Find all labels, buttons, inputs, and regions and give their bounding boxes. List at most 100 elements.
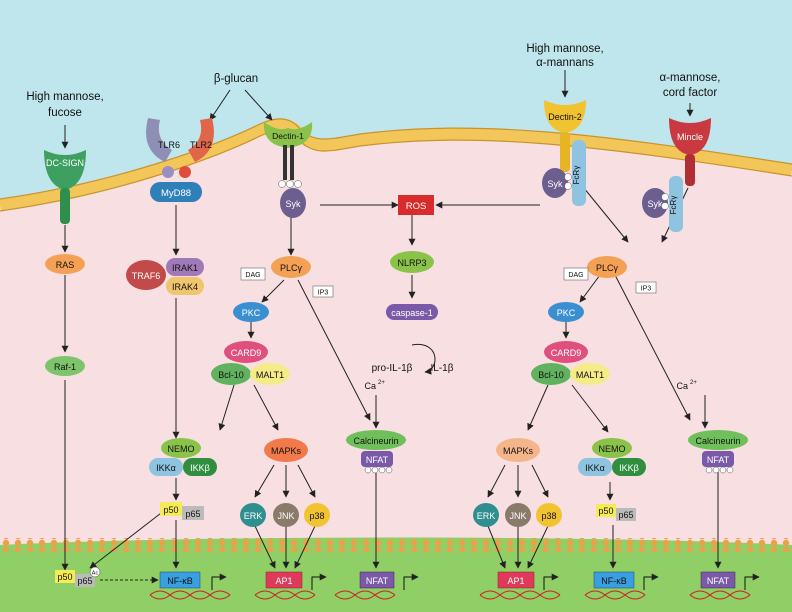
raf1: Raf-1	[45, 356, 85, 376]
p50-p65-acetylated: p50 p65 Ac	[55, 566, 101, 587]
caspase1: caspase-1	[386, 304, 438, 320]
phosphate-markers	[278, 173, 734, 474]
traf6: TRAF6	[126, 260, 166, 290]
svg-text:p65: p65	[618, 510, 633, 520]
svg-text:NFAT: NFAT	[366, 576, 389, 586]
mapks-left: MAPKs	[264, 438, 308, 462]
irak1: IRAK1	[166, 258, 204, 276]
card9-right: CARD9	[544, 341, 588, 363]
bcl10-malt1-right: Bcl-10 MALT1	[531, 363, 610, 385]
dectin2-ligand-line2: α-mannans	[536, 57, 594, 69]
nfat-nuclear-right: NFAT	[700, 571, 736, 589]
svg-text:AP1: AP1	[275, 576, 292, 586]
svg-text:Ca: Ca	[676, 381, 688, 391]
svg-text:ERK: ERK	[244, 511, 263, 521]
p38-left: p38	[304, 503, 330, 527]
dag-right: DAG	[563, 267, 589, 281]
ap1-right: AP1	[497, 571, 535, 589]
svg-text:JNK: JNK	[277, 511, 294, 521]
svg-text:IKKβ: IKKβ	[619, 463, 639, 473]
tlr6-receptor: TLR6	[146, 118, 180, 178]
svg-text:IP3: IP3	[318, 290, 329, 297]
nfkb-left: NF-κB	[159, 571, 201, 589]
tlr2-label: TLR2	[190, 140, 212, 150]
dectin2-ligand-line1: High mannose,	[526, 43, 603, 55]
svg-text:caspase-1: caspase-1	[391, 308, 433, 318]
svg-text:DAG: DAG	[245, 272, 260, 279]
svg-text:ERK: ERK	[477, 511, 496, 521]
svg-text:p38: p38	[541, 511, 556, 521]
svg-text:PLCγ: PLCγ	[596, 263, 619, 273]
svg-text:AP1: AP1	[507, 576, 524, 586]
svg-text:NF-κB: NF-κB	[167, 576, 193, 586]
nlrp3: NLRP3	[390, 251, 434, 273]
svg-text:PKC: PKC	[557, 308, 576, 318]
svg-text:p65: p65	[185, 509, 200, 519]
svg-text:IKKα: IKKα	[585, 463, 605, 473]
myd88: MyD88	[150, 182, 202, 202]
svg-text:p50: p50	[598, 506, 613, 516]
irak4: IRAK4	[166, 277, 204, 295]
syk-mincle: Syk	[642, 188, 668, 218]
svg-text:Syk: Syk	[547, 179, 563, 189]
dcsign-ligand-line2: fucose	[48, 107, 82, 119]
ras: RAS	[45, 254, 85, 274]
p50-p65-left: p50 p65	[160, 502, 204, 520]
svg-text:RAS: RAS	[56, 260, 75, 270]
transcription-arrows	[211, 573, 760, 590]
mincle-ligand-line2: cord factor	[663, 87, 717, 99]
svg-text:p65: p65	[77, 576, 92, 586]
svg-text:IRAK1: IRAK1	[172, 263, 198, 273]
ikk-complex-right: IKKα IKKβ	[578, 458, 646, 476]
svg-text:IKKβ: IKKβ	[190, 463, 210, 473]
svg-text:IP3: IP3	[641, 286, 652, 293]
syk-dectin2: Syk	[542, 168, 568, 198]
tlr6-label: TLR6	[158, 140, 180, 150]
erk-right: ERK	[473, 503, 499, 527]
pathway-arrows	[61, 70, 722, 571]
nfkb-right: NF-κB	[593, 571, 635, 589]
calcineurin-right: Calcineurin	[688, 430, 748, 450]
ap1-left: AP1	[265, 571, 303, 589]
fcry-mincle: FcRγ	[669, 176, 683, 232]
beta-glucan-label: β-glucan	[214, 73, 258, 85]
tlr2-receptor: TLR2	[179, 118, 214, 178]
svg-text:Ca: Ca	[364, 381, 376, 391]
dcsign-receptor: DC-SIGN	[44, 150, 86, 224]
nuclear-envelope	[0, 538, 792, 552]
svg-text:Bcl-10: Bcl-10	[218, 370, 244, 380]
svg-text:NLRP3: NLRP3	[397, 258, 426, 268]
svg-text:NFAT: NFAT	[707, 576, 730, 586]
svg-text:Raf-1: Raf-1	[54, 362, 76, 372]
pkc-right: PKC	[548, 302, 584, 322]
svg-text:MALT1: MALT1	[256, 370, 284, 380]
dectin2-label: Dectin-2	[548, 112, 582, 122]
svg-text:p50: p50	[57, 572, 72, 582]
svg-text:NEMO: NEMO	[168, 444, 195, 454]
plcg-left: PLCγ	[271, 256, 311, 278]
svg-text:ROS: ROS	[406, 201, 427, 212]
dna-strands	[149, 590, 751, 600]
cleavage-arrow	[411, 344, 436, 375]
fcry-dectin2: FcRγ	[572, 140, 586, 206]
dectin2-receptor: Dectin-2	[544, 100, 586, 172]
cytoplasm	[0, 125, 792, 612]
svg-text:Syk: Syk	[285, 199, 301, 209]
svg-text:NFAT: NFAT	[366, 455, 389, 465]
svg-text:FcRγ: FcRγ	[669, 196, 678, 215]
nfat-phospho-right: NFAT	[702, 451, 734, 467]
svg-text:NF-κB: NF-κB	[601, 576, 627, 586]
p50-p65-right: p50 p65	[596, 504, 636, 521]
nemo-left: NEMO	[161, 438, 201, 458]
svg-text:MyD88: MyD88	[161, 188, 191, 199]
svg-text:Calcineurin: Calcineurin	[695, 436, 740, 446]
nucleus	[0, 537, 792, 612]
svg-text:CARD9: CARD9	[551, 348, 582, 358]
svg-text:p38: p38	[309, 511, 324, 521]
svg-text:MAPKs: MAPKs	[271, 446, 302, 456]
ip3-left: IP3	[312, 285, 334, 298]
svg-text:PLCγ: PLCγ	[280, 263, 303, 273]
svg-text:MALT1: MALT1	[576, 370, 604, 380]
card9-left: CARD9	[224, 341, 268, 363]
calcium-right: Ca 2+	[676, 380, 697, 391]
